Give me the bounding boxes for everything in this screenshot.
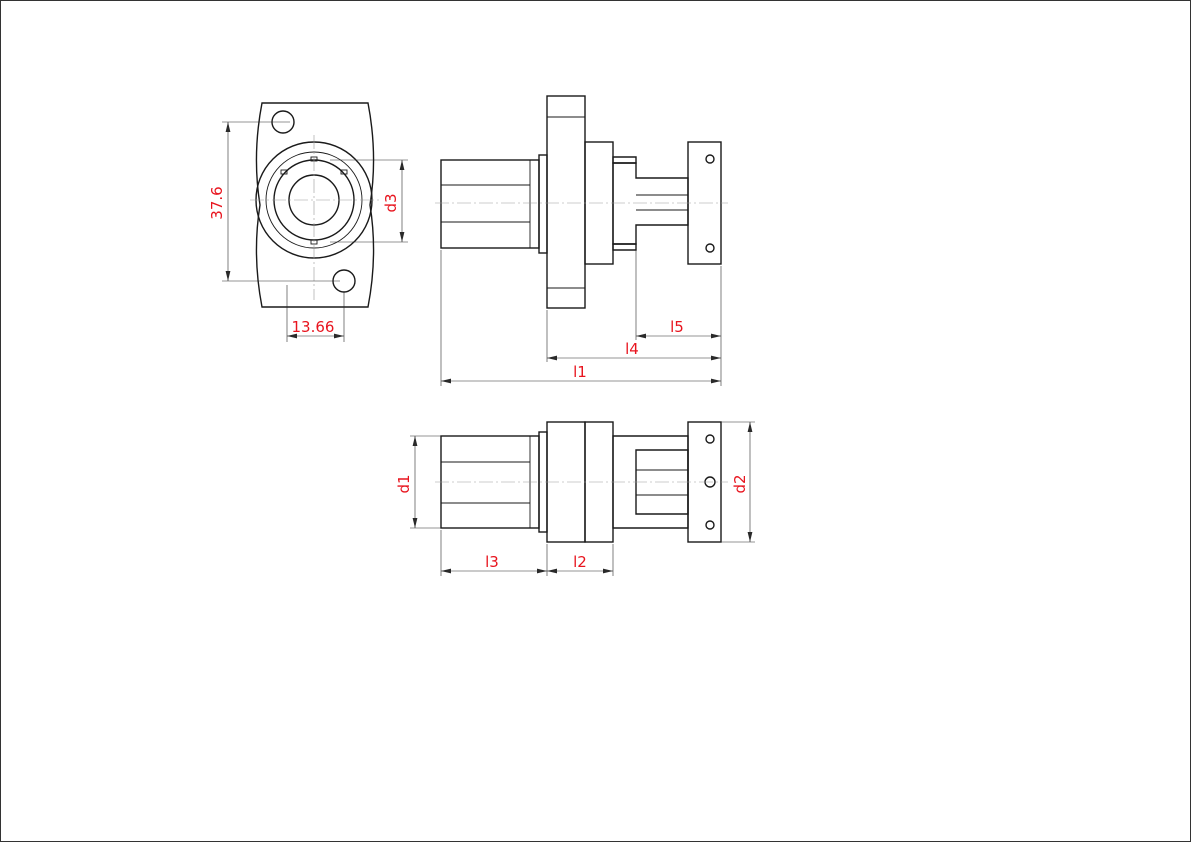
screw-hole [705, 243, 715, 253]
key-right [340, 169, 348, 175]
dim-d2: d2 [731, 474, 749, 493]
dim-d3: d3 [382, 193, 400, 212]
dim-l1: l1 [573, 363, 587, 381]
collar [538, 154, 548, 254]
dim-l3: l3 [485, 553, 499, 571]
side-view: l5 l4 l1 [435, 95, 728, 386]
dim-l5: l5 [670, 318, 684, 336]
dim-l4: l4 [625, 340, 639, 358]
flange-outline [255, 102, 375, 308]
flange-side [546, 95, 586, 309]
dim-d1: d1 [395, 474, 413, 493]
screw-hole [705, 520, 715, 530]
front-view: 37.6 13.66 d3 [208, 102, 408, 342]
stem [612, 162, 689, 245]
neck-bottom [612, 243, 637, 251]
neck-top [612, 156, 637, 164]
key-left [280, 169, 288, 175]
screw-hole [705, 154, 715, 164]
dim-l2: l2 [573, 553, 587, 571]
screw-hole [705, 434, 715, 444]
top-view: d1 d2 l3 l2 [395, 421, 755, 576]
dim-37-6: 37.6 [208, 186, 226, 219]
shaft-body [440, 159, 540, 249]
dim-13-66: 13.66 [292, 318, 335, 336]
